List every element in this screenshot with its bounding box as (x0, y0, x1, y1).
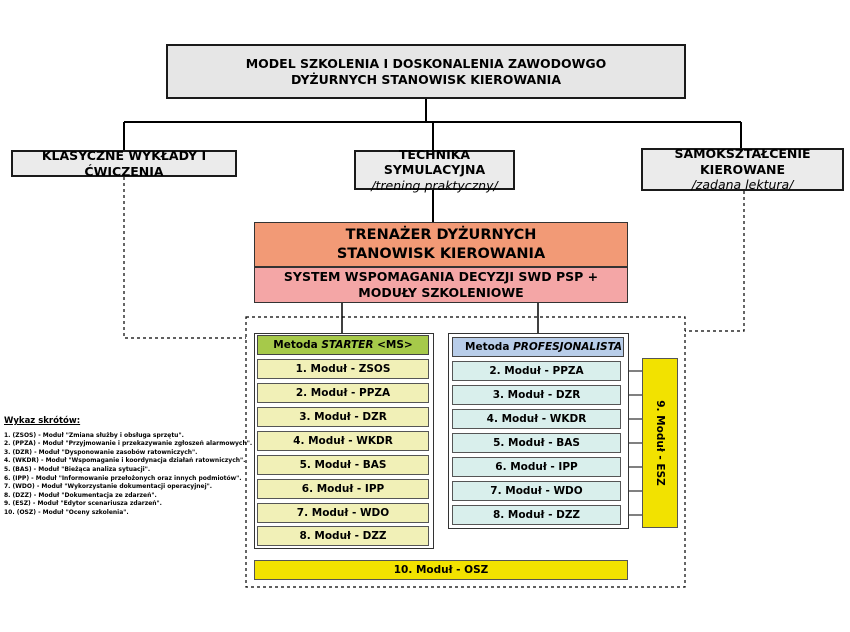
swd-label: SYSTEM WSPOMAGANIA DECYZJI SWD PSP + MOD… (283, 269, 599, 300)
category-self-study-sub: /zadana lektura/ (691, 177, 794, 193)
trainer-label: TRENAŻER DYŻURNYCH STANOWISK KIEROWANIA (336, 227, 546, 262)
legend-item: 5. (BAS) - Moduł "Bieżąca analiza sytuac… (4, 465, 151, 473)
legend-title: Wykaz skrótów: (4, 416, 81, 426)
module-label: 3. Moduł - DZR (492, 389, 581, 401)
pro-module: 5. Moduł - BAS (452, 433, 621, 453)
starter-suffix: <MS> (373, 339, 413, 351)
starter-module: 4. Moduł - WKDR (257, 431, 429, 451)
module-label: 1. Moduł - ZSOS (295, 363, 391, 375)
legend-item: 6. (IPP) - Moduł "Informowanie przełożon… (4, 474, 242, 482)
legend-item: 4. (WKDR) - Moduł "Wspomaganie i koordyn… (4, 457, 246, 465)
module-label: 2. Moduł - PPZA (489, 365, 584, 377)
starter-module: 8. Moduł - DZZ (257, 526, 429, 546)
pro-module: 6. Moduł - IPP (452, 457, 621, 477)
starter-module: 5. Moduł - BAS (257, 455, 429, 475)
legend-item: 7. (WDO) - Moduł "Wykorzystanie dokument… (4, 483, 213, 491)
starter-module: 6. Moduł - IPP (257, 479, 429, 499)
pro-module: 2. Moduł - PPZA (452, 361, 621, 381)
module-label: 2. Moduł - PPZA (295, 387, 391, 399)
category-classic-lectures: KLASYCZNE WYKŁADY I ĆWICZENIA (11, 147, 237, 179)
starter-module: 3. Moduł - DZR (257, 407, 429, 427)
osz-label: 10. Moduł - OSZ (393, 564, 489, 576)
starter-module: 2. Moduł - PPZA (257, 383, 429, 403)
module-label: 4. Moduł - WKDR (293, 435, 393, 447)
legend-item: 9. (ESZ) - Moduł "Edytor scenariusza zda… (4, 500, 162, 508)
starter-name: STARTER (321, 339, 374, 351)
pro-module: 8. Moduł - DZZ (452, 505, 621, 525)
category-simulation-label: TECHNIKA SYMULACYJNA (383, 146, 486, 178)
category-self-study: SAMOKSZTAŁCENIE KIEROWANE /zadana lektur… (641, 146, 844, 193)
module-label: 5. Moduł - BAS (493, 437, 580, 449)
legend-item: 1. (ZSOS) - Moduł "Zmiana służby i obsłu… (4, 431, 184, 439)
starter-header: Metoda STARTER <MS> (257, 335, 429, 355)
module-label: 7. Moduł - WDO (296, 507, 390, 519)
legend-item: 8. (DZZ) - Moduł "Dokumentacja ze zdarze… (4, 491, 157, 499)
swd-box: SYSTEM WSPOMAGANIA DECYZJI SWD PSP + MOD… (254, 267, 628, 303)
legend-item: 2. (PPZA) - Moduł "Przyjmowanie i przeka… (4, 440, 253, 448)
trainer-box: TRENAŻER DYŻURNYCH STANOWISK KIEROWANIA (254, 222, 628, 267)
module-label: 5. Moduł - BAS (299, 459, 387, 471)
pro-header: Metoda PROFESJONALISTA (452, 337, 624, 357)
abbreviation-legend: Wykaz skrótów: 1. (ZSOS) - Moduł "Zmiana… (4, 417, 252, 518)
category-simulation: TECHNIKA SYMULACYJNA /trening praktyczny… (354, 146, 515, 193)
module-label: 6. Moduł - IPP (495, 461, 578, 473)
model-title: MODEL SZKOLENIA I DOSKONALENIA ZAWODOWGO… (245, 55, 607, 87)
starter-module: 7. Moduł - WDO (257, 503, 429, 523)
esz-label: 9. Moduł - ESZ (654, 400, 666, 486)
osz-module: 10. Moduł - OSZ (254, 560, 628, 580)
module-label: 8. Moduł - DZZ (492, 509, 581, 521)
esz-module: 9. Moduł - ESZ (642, 358, 678, 528)
pro-name: PROFESJONALISTA (513, 341, 623, 353)
pro-module: 7. Moduł - WDO (452, 481, 621, 501)
pro-prefix: Metoda (465, 341, 514, 353)
category-simulation-sub: /trening praktyczny/ (371, 177, 498, 193)
module-label: 4. Moduł - WKDR (486, 413, 587, 425)
category-classic-label: KLASYCZNE WYKŁADY I ĆWICZENIA (41, 147, 207, 179)
module-label: 3. Moduł - DZR (299, 411, 387, 423)
module-label: 8. Moduł - DZZ (299, 530, 387, 542)
starter-module: 1. Moduł - ZSOS (257, 359, 429, 379)
legend-item: 10. (OSZ) - Moduł "Oceny szkolenia". (4, 508, 129, 516)
pro-module: 4. Moduł - WKDR (452, 409, 621, 429)
pro-module: 3. Moduł - DZR (452, 385, 621, 405)
model-title-box: MODEL SZKOLENIA I DOSKONALENIA ZAWODOWGO… (166, 44, 686, 99)
starter-prefix: Metoda (273, 339, 322, 351)
module-label: 7. Moduł - WDO (490, 485, 583, 497)
module-label: 6. Moduł - IPP (301, 483, 385, 495)
legend-item: 3. (DZR) - Moduł "Dysponowanie zasobów r… (4, 448, 198, 456)
category-self-study-label: SAMOKSZTAŁCENIE KIEROWANE (674, 146, 811, 177)
